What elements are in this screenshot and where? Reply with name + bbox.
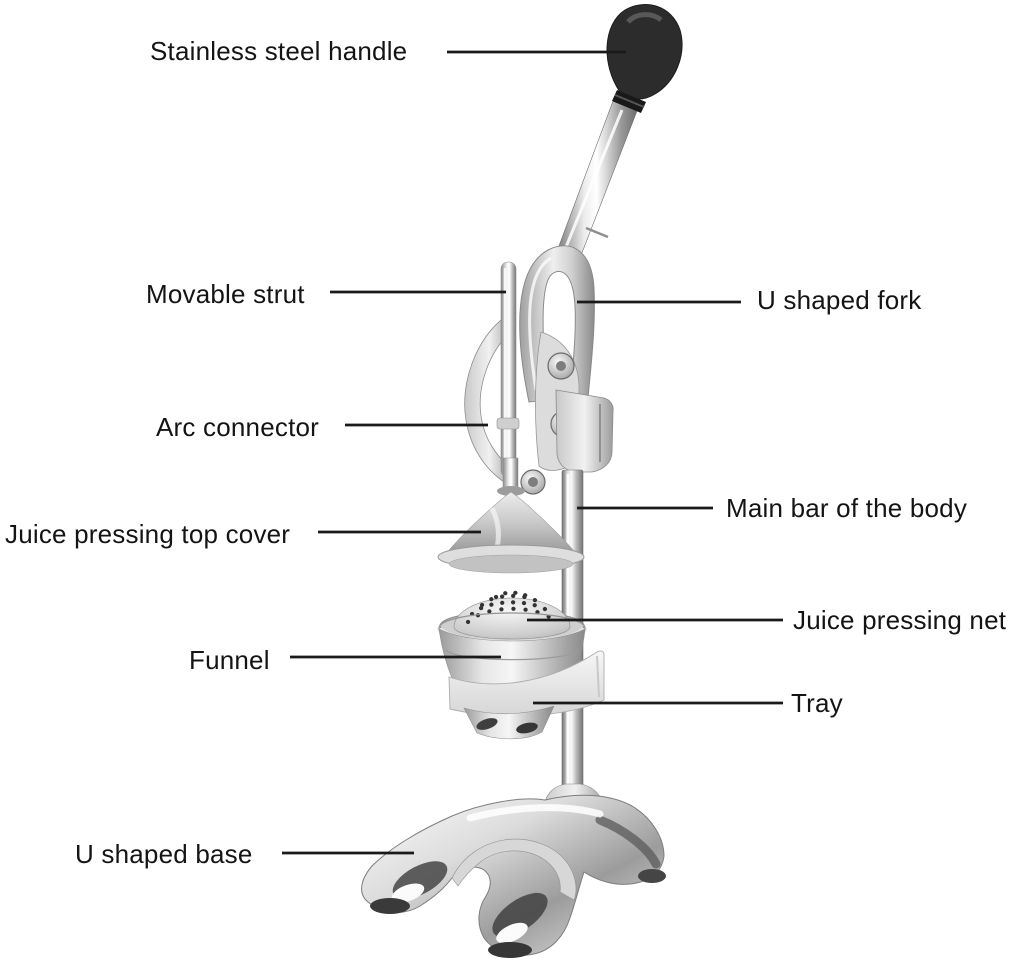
base-foot-left [370,898,410,914]
juice-net-shape [453,590,571,640]
handle-shaft-shape [555,100,638,264]
funnel-assembly [437,590,605,740]
movable-strut-shape [496,261,520,478]
base-foot-right [638,869,666,883]
base-foot-front [488,942,532,958]
leader-lines [282,50,783,855]
top-cover-shape [437,457,585,574]
base-shape [361,783,666,958]
main-bar-clamp-shape [555,389,614,473]
handle-grip-shape [606,4,683,113]
funnel-bottom-shape [463,705,555,740]
